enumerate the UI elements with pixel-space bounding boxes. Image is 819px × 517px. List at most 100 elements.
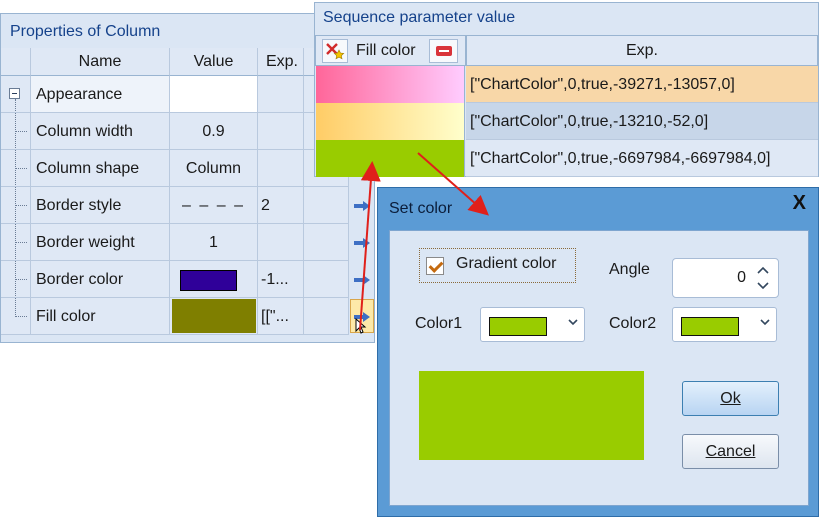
arrow-right-icon[interactable] — [354, 238, 370, 248]
header-exp[interactable]: Exp. — [258, 48, 304, 76]
expression-cell — [349, 298, 374, 335]
property-exp[interactable] — [258, 76, 304, 113]
sequence-row-selected[interactable]: ["ChartColor",0,true,-6697984,-6697984,0… — [315, 140, 818, 177]
property-value[interactable]: 0.9 — [170, 113, 258, 150]
properties-header-row: Name Value Exp. A — [1, 48, 374, 85]
properties-panel-title: Properties of Column — [10, 23, 161, 40]
property-exp[interactable] — [258, 224, 304, 261]
property-exp[interactable] — [258, 113, 304, 150]
arrow-right-icon[interactable] — [354, 275, 370, 285]
property-value[interactable]: – – – – — [170, 187, 258, 224]
property-exp[interactable]: 2 — [258, 187, 304, 224]
color-preview — [419, 371, 644, 460]
color2-swatch — [681, 317, 739, 336]
tree-cell — [1, 113, 31, 150]
ok-button[interactable]: Ok — [682, 381, 779, 416]
property-row-fill-color[interactable]: Fill color [["... — [1, 298, 374, 335]
sequence-exp-value[interactable]: ["ChartColor",0,true,-39271,-13057,0] — [466, 66, 818, 103]
gradient-swatch[interactable] — [316, 140, 465, 177]
set-color-dialog: Set color X Gradient color Angle 0 Color… — [377, 187, 819, 517]
remove-button[interactable] — [429, 39, 458, 63]
gradient-checkbox-focus[interactable]: Gradient color — [419, 248, 576, 283]
gradient-swatch[interactable] — [316, 66, 465, 103]
property-name: Border style — [31, 187, 170, 224]
properties-panel: Properties of Column Name Value Exp. A A… — [0, 13, 375, 343]
header-value[interactable]: Value — [170, 48, 258, 76]
property-value[interactable] — [170, 76, 258, 113]
sequence-exp-value[interactable]: ["ChartColor",0,true,-6697984,-6697984,0… — [466, 140, 818, 177]
property-name: Column width — [31, 113, 170, 150]
clear-button[interactable] — [322, 39, 348, 63]
property-exp[interactable] — [258, 150, 304, 187]
property-name: Border color — [31, 261, 170, 298]
tree-cell — [1, 298, 31, 335]
sequence-header-exp[interactable]: Exp. — [466, 35, 818, 66]
property-row-border-color[interactable]: Border color -1... — [1, 261, 374, 298]
gradient-checkbox[interactable] — [426, 257, 444, 275]
color1-label: Color1 — [415, 315, 463, 332]
property-exp[interactable]: [["... — [258, 298, 304, 335]
property-value[interactable] — [170, 298, 258, 335]
property-value[interactable] — [170, 261, 258, 298]
tree-cell — [1, 187, 31, 224]
sequence-panel-title: Sequence parameter value — [323, 9, 516, 26]
tree-cell — [1, 150, 31, 187]
close-icon[interactable]: X — [792, 192, 806, 214]
angle-spinner[interactable]: 0 — [672, 258, 779, 298]
sequence-row[interactable]: ["ChartColor",0,true,-13210,-52,0] — [315, 103, 818, 140]
property-extra — [304, 187, 349, 224]
tree-line — [15, 99, 16, 112]
mouse-cursor-icon — [355, 318, 367, 334]
property-extra — [304, 298, 349, 335]
tree-cell — [1, 224, 31, 261]
border-color-swatch[interactable] — [180, 270, 237, 291]
tree-branch — [15, 316, 27, 317]
property-value[interactable]: Column — [170, 150, 258, 187]
tree-branch — [15, 168, 27, 169]
sequence-row[interactable]: ["ChartColor",0,true,-39271,-13057,0] — [315, 66, 818, 103]
fill-color-swatch[interactable] — [172, 299, 256, 333]
property-row-column-shape[interactable]: Column shape Column — [1, 150, 374, 187]
collapse-icon[interactable] — [9, 88, 20, 99]
tree-line — [15, 298, 16, 317]
expression-cell — [349, 187, 374, 224]
clear-star-icon — [326, 43, 345, 60]
expression-cell — [349, 261, 374, 298]
tree-branch — [15, 205, 27, 206]
header-blank — [1, 48, 31, 76]
property-name: Fill color — [31, 298, 170, 335]
color1-select[interactable] — [480, 307, 585, 342]
minus-icon — [436, 46, 452, 56]
sequence-header-label: Fill color — [356, 42, 416, 59]
color2-label: Color2 — [609, 315, 657, 332]
property-extra — [304, 224, 349, 261]
spin-up-icon[interactable] — [757, 266, 769, 274]
chevron-down-icon — [568, 319, 578, 326]
property-exp[interactable]: -1... — [258, 261, 304, 298]
property-name: Appearance — [31, 76, 170, 113]
sequence-exp-value[interactable]: ["ChartColor",0,true,-13210,-52,0] — [466, 103, 818, 140]
property-name: Column shape — [31, 150, 170, 187]
property-row-border-weight[interactable]: Border weight 1 — [1, 224, 374, 261]
header-name[interactable]: Name — [31, 48, 170, 76]
property-extra — [304, 261, 349, 298]
spin-down-icon[interactable] — [757, 282, 769, 290]
tree-branch — [15, 242, 27, 243]
property-name: Border weight — [31, 224, 170, 261]
dialog-title: Set color — [389, 200, 453, 217]
cancel-button[interactable]: Cancel — [682, 434, 779, 469]
angle-label: Angle — [609, 261, 650, 278]
tree-branch — [15, 279, 27, 280]
arrow-right-icon[interactable] — [354, 201, 370, 211]
dialog-body: Gradient color Angle 0 Color1 Color2 Ok … — [389, 230, 809, 506]
property-row-border-style[interactable]: Border style – – – – 2 — [1, 187, 374, 224]
angle-value[interactable]: 0 — [737, 269, 746, 286]
expression-cell — [349, 224, 374, 261]
color2-select[interactable] — [672, 307, 777, 342]
sequence-parameter-panel: Sequence parameter value Fill color Exp.… — [314, 2, 819, 177]
gradient-swatch[interactable] — [316, 103, 465, 140]
tree-branch — [15, 131, 27, 132]
gradient-label: Gradient color — [456, 255, 557, 272]
tree-cell — [1, 76, 31, 113]
property-value[interactable]: 1 — [170, 224, 258, 261]
